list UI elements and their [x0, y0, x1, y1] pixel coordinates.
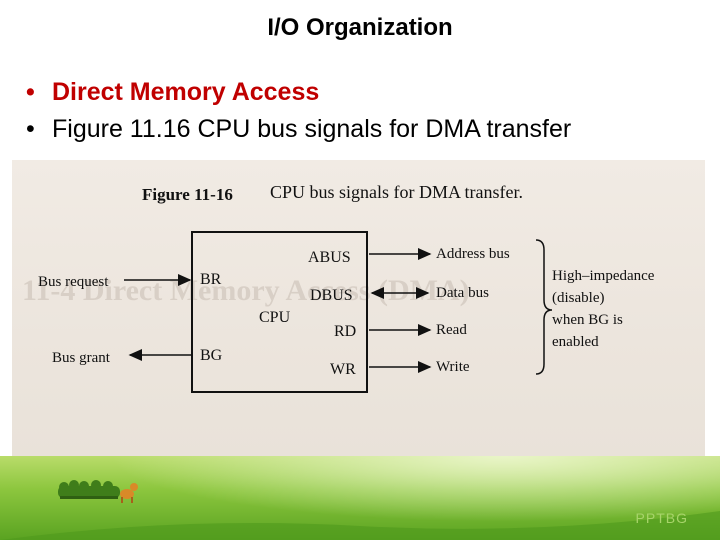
scanned-figure: 11-4 Direct Memory Access (DMA) Figure 1… — [12, 160, 705, 456]
signal-data-bus: Data bus — [436, 285, 489, 301]
bullet-item-figure: • Figure 11.16 CPU bus signals for DMA tr… — [26, 111, 571, 148]
signal-bus-grant: Bus grant — [52, 350, 111, 366]
pin-bg: BG — [200, 347, 223, 364]
bullet-marker: • — [26, 78, 35, 106]
pin-br: BR — [200, 271, 222, 288]
figure-caption-label: Figure 11-16 — [142, 185, 233, 204]
note-line-3: when BG is — [552, 312, 623, 328]
brace — [535, 239, 553, 375]
signal-address-bus: Address bus — [436, 246, 510, 262]
bullet-list: • Direct Memory Access • Figure 11.16 CPU … — [26, 74, 571, 148]
dog-icon — [120, 483, 138, 503]
note-line-4: enabled — [552, 334, 599, 350]
pin-dbus: DBUS — [310, 287, 353, 304]
note-line-1: High–impedance — [552, 268, 655, 284]
signal-read: Read — [436, 322, 467, 338]
signal-bus-request: Bus request — [38, 274, 109, 290]
bullet-marker: • — [26, 115, 35, 143]
bullet-text: Figure 11.16 CPU bus signals for DMA tra… — [52, 115, 572, 143]
trees-icon — [58, 480, 120, 499]
slide-title: I/O Organization — [267, 14, 453, 41]
cpu-label: CPU — [259, 309, 291, 326]
pin-abus: ABUS — [308, 249, 351, 266]
bullet-text: Direct Memory Access — [52, 78, 320, 106]
signal-write: Write — [436, 359, 470, 375]
figure-caption-text: CPU bus signals for DMA transfer. — [270, 182, 523, 202]
pin-rd: RD — [334, 323, 356, 340]
bullet-item-dma: • Direct Memory Access — [26, 74, 571, 111]
note-line-2: (disable) — [552, 290, 604, 306]
cpu-block — [191, 231, 368, 393]
footer-banner: PPTBG — [0, 456, 720, 540]
grass-hill — [0, 511, 720, 540]
pin-wr: WR — [330, 361, 356, 378]
footer-tag: PPTBG — [635, 510, 688, 526]
